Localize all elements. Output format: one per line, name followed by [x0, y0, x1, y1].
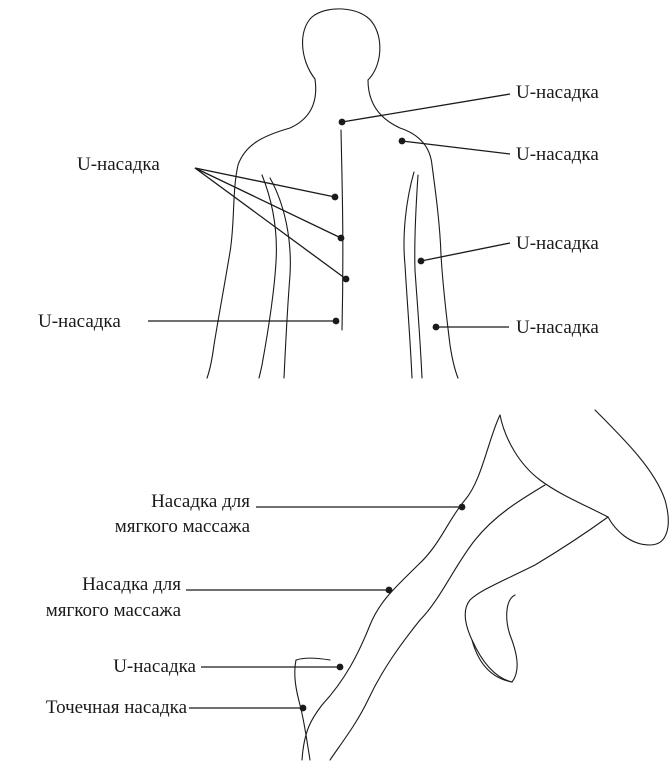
marker-thigh [459, 504, 466, 511]
front-leg-outline [302, 415, 500, 760]
back-foot-outline [472, 595, 517, 682]
knee-outline [500, 415, 608, 517]
marker-neck [339, 119, 346, 126]
marker-shoulder [399, 138, 406, 145]
marker-upper-back [332, 194, 339, 201]
back-leg-outline [465, 410, 668, 682]
leader-mid-back [195, 168, 341, 238]
label-calf-line1: Насадка для [82, 574, 181, 595]
leader-neck [342, 94, 510, 122]
marker-low-back [343, 276, 350, 283]
label-ankle: U-насадка [113, 656, 196, 677]
leg-figure [295, 410, 668, 760]
leader-shoulder [402, 141, 510, 154]
label-thigh-line2: мягкого массажа [115, 516, 251, 537]
back-labels: U-насадка U-насадка U-насадка U-насадка … [38, 82, 599, 338]
leader-arm [421, 243, 510, 261]
front-leg-inner-outline [330, 485, 545, 760]
label-foot: Точечная насадка [46, 697, 188, 718]
marker-lumbar [333, 318, 340, 325]
back-leaders [148, 94, 510, 330]
marker-forearm [433, 324, 440, 331]
right-torso-line [415, 175, 422, 378]
marker-mid-back [338, 235, 345, 242]
spine-line [341, 130, 343, 330]
back-figure [207, 9, 458, 378]
label-shoulder: U-насадка [516, 144, 599, 165]
leg-labels: Насадка для мягкого массажа Насадка для … [46, 491, 251, 718]
marker-arm [418, 258, 425, 265]
label-back-group: U-насадка [77, 154, 160, 175]
head-outline [303, 9, 380, 80]
left-torso-line [270, 178, 290, 378]
marker-foot [300, 705, 307, 712]
leader-upper-back [195, 168, 335, 197]
marker-calf [386, 587, 393, 594]
label-arm: U-насадка [516, 233, 599, 254]
label-neck: U-насадка [516, 82, 599, 103]
label-lumbar: U-насадка [38, 311, 121, 332]
label-forearm: U-насадка [516, 317, 599, 338]
right-body-outline [368, 80, 458, 378]
marker-ankle [337, 664, 344, 671]
leader-low-back [195, 168, 346, 279]
label-thigh-line1: Насадка для [151, 491, 250, 512]
right-arm-inner-line [404, 172, 414, 378]
label-calf-line2: мягкого массажа [46, 600, 182, 621]
left-body-outline [207, 79, 316, 378]
